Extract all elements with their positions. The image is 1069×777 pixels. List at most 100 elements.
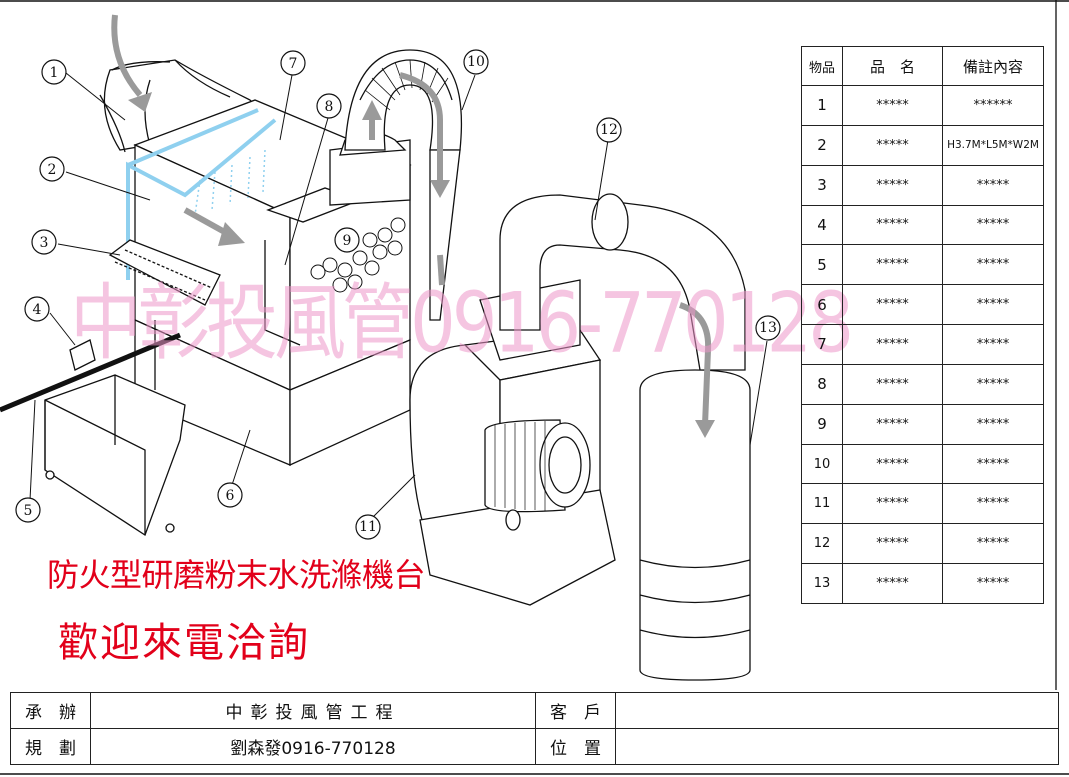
row-name: ***** bbox=[842, 563, 943, 604]
svg-text:7: 7 bbox=[289, 56, 298, 72]
table-row: 11********** bbox=[801, 483, 1044, 525]
callout-1: 1 bbox=[41, 59, 67, 85]
row-name: ***** bbox=[842, 324, 943, 365]
svg-text:12: 12 bbox=[600, 122, 618, 138]
callout-2: 2 bbox=[39, 156, 65, 182]
row-no: 8 bbox=[801, 363, 843, 405]
row-note: ***** bbox=[942, 363, 1044, 405]
svg-text:11: 11 bbox=[359, 519, 377, 535]
row-no: 10 bbox=[801, 443, 843, 485]
planner-value: 劉森發0916-770128 bbox=[90, 728, 536, 765]
row-name: ***** bbox=[842, 403, 943, 445]
row-name: ***** bbox=[842, 244, 943, 286]
row-no: 5 bbox=[801, 244, 843, 286]
row-note: ***** bbox=[942, 284, 1044, 326]
row-no: 13 bbox=[801, 563, 843, 604]
sludge-cart bbox=[0, 332, 186, 536]
callout-12: 12 bbox=[596, 117, 622, 143]
svg-text:9: 9 bbox=[343, 233, 352, 249]
intake-hood bbox=[99, 59, 262, 153]
row-no: 6 bbox=[801, 284, 843, 326]
row-name: ***** bbox=[842, 284, 943, 326]
filter-tray bbox=[108, 239, 221, 306]
row-note: ****** bbox=[942, 85, 1044, 126]
row-note: ***** bbox=[942, 324, 1044, 365]
water-spray-pipe bbox=[126, 108, 277, 280]
parts-table: 物品 品 名 備註內容 1*********** 2*****H3.7M*L5M… bbox=[801, 46, 1044, 604]
table-row: 1*********** bbox=[801, 85, 1044, 126]
table-row: 8********** bbox=[801, 363, 1044, 405]
svg-text:2: 2 bbox=[48, 162, 57, 178]
table-row: 7********** bbox=[801, 324, 1044, 365]
table-row: 6********** bbox=[801, 284, 1044, 326]
arrow-heads bbox=[128, 92, 715, 438]
row-note: ***** bbox=[942, 164, 1044, 206]
exhaust-stack-13 bbox=[639, 369, 751, 681]
row-name: ***** bbox=[842, 363, 943, 405]
row-note: ***** bbox=[942, 443, 1044, 485]
row-no: 7 bbox=[801, 324, 843, 365]
row-name: ***** bbox=[842, 85, 943, 126]
location-value bbox=[615, 728, 1059, 765]
svg-text:4: 4 bbox=[33, 302, 42, 318]
blower-fan bbox=[409, 279, 616, 606]
row-name: ***** bbox=[842, 204, 943, 246]
svg-text:5: 5 bbox=[24, 503, 33, 519]
svg-text:13: 13 bbox=[759, 320, 777, 336]
row-note: ***** bbox=[942, 244, 1044, 286]
svg-text:3: 3 bbox=[40, 235, 49, 251]
header-item-no: 物品 bbox=[801, 46, 843, 86]
location-label: 位 置 bbox=[535, 728, 616, 765]
table-row: 3********** bbox=[801, 164, 1044, 206]
callout-3: 3 bbox=[31, 229, 57, 255]
customer-label: 客 戶 bbox=[535, 692, 616, 729]
header-name: 品 名 bbox=[842, 46, 943, 86]
callout-11: 11 bbox=[355, 514, 381, 540]
table-row: 9********** bbox=[801, 403, 1044, 445]
table-row: 13********** bbox=[801, 563, 1044, 604]
svg-text:8: 8 bbox=[325, 99, 334, 115]
row-no: 2 bbox=[801, 124, 843, 166]
row-no: 1 bbox=[801, 85, 843, 126]
title-block-row: 規 劃 劉森發0916-770128 位 置 bbox=[10, 728, 1059, 765]
row-no: 3 bbox=[801, 164, 843, 206]
header-note: 備註內容 bbox=[942, 46, 1044, 86]
callout-13: 13 bbox=[755, 315, 781, 341]
callout-6: 6 bbox=[217, 482, 243, 508]
title-block-row: 承 辦 中彰投風管工程 客 戶 bbox=[10, 692, 1059, 729]
svg-text:1: 1 bbox=[50, 65, 59, 81]
callout-5: 5 bbox=[15, 497, 41, 523]
company-name: 中彰投風管工程 bbox=[90, 692, 536, 729]
row-name: ***** bbox=[842, 523, 943, 565]
callout-4: 4 bbox=[24, 296, 50, 322]
duct-elbow-12 bbox=[499, 193, 746, 371]
row-no: 11 bbox=[801, 483, 843, 525]
row-no: 12 bbox=[801, 523, 843, 565]
table-row: 5********** bbox=[801, 244, 1044, 286]
callout-10: 10 bbox=[463, 49, 489, 75]
welcome-text: 歡迎來電洽詢 bbox=[58, 620, 310, 666]
row-no: 9 bbox=[801, 403, 843, 445]
product-title: 防火型研磨粉末水洗滌機台 bbox=[47, 556, 426, 594]
handler-label: 承 辦 bbox=[10, 692, 91, 729]
customer-value bbox=[615, 692, 1059, 729]
row-name: ***** bbox=[842, 483, 943, 525]
row-note: ***** bbox=[942, 523, 1044, 565]
callout-8: 8 bbox=[316, 93, 342, 119]
row-note: H3.7M*L5M*W2M bbox=[942, 124, 1044, 166]
parts-table-header: 物品 品 名 備註內容 bbox=[801, 46, 1044, 86]
table-row: 2*****H3.7M*L5M*W2M bbox=[801, 124, 1044, 166]
callout-7: 7 bbox=[280, 50, 306, 76]
row-name: ***** bbox=[842, 443, 943, 485]
table-row: 12********** bbox=[801, 523, 1044, 565]
planner-label: 規 劃 bbox=[10, 728, 91, 765]
row-note: ***** bbox=[942, 563, 1044, 604]
callout-9: 9 bbox=[334, 227, 360, 253]
row-note: ***** bbox=[942, 483, 1044, 525]
row-note: ***** bbox=[942, 403, 1044, 445]
svg-text:6: 6 bbox=[226, 488, 235, 504]
table-row: 10********** bbox=[801, 443, 1044, 485]
row-note: ***** bbox=[942, 204, 1044, 246]
